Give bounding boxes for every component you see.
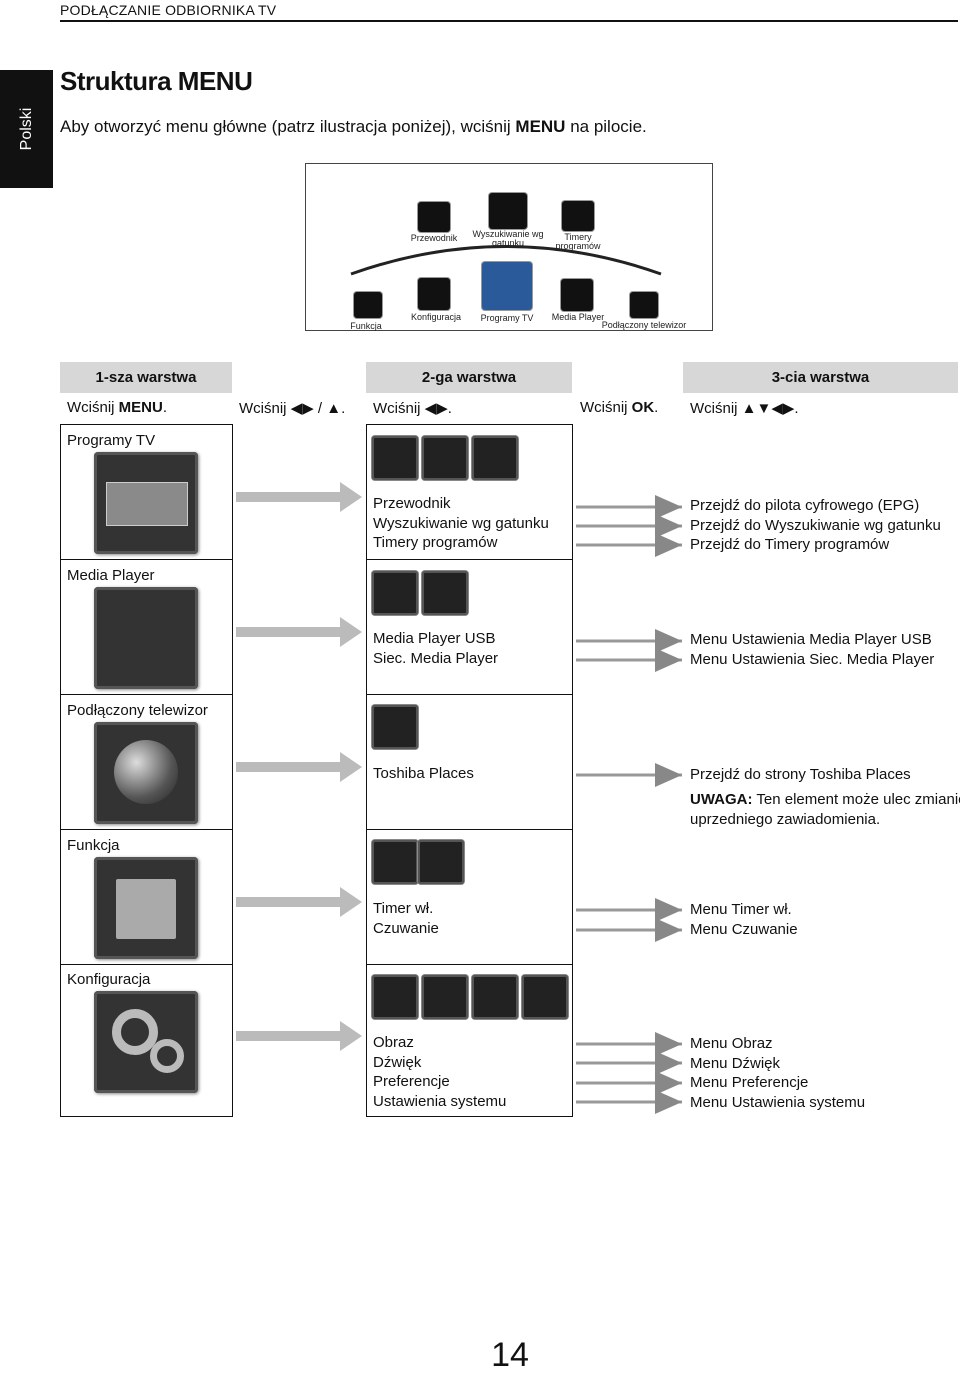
section-label-function: Funkcja [67, 837, 120, 854]
row-divider [60, 964, 233, 965]
layer-1-header: 1-sza warstwa [60, 362, 232, 393]
section-label-media-player: Media Player [67, 567, 155, 584]
big-arrow-row-2 [236, 617, 362, 647]
row-divider [60, 694, 233, 695]
press-ok-text: Wciśnij OK. [580, 399, 659, 416]
menu-label-media-player: Media Player [551, 312, 605, 322]
col2-left-border [366, 424, 367, 1117]
col2-top-border [366, 424, 573, 425]
picture-icon [372, 975, 418, 1019]
row-divider [366, 829, 573, 830]
menu-label-function: Funkcja [350, 321, 382, 331]
guide-icon [418, 202, 450, 232]
cabinet-large-icon [94, 857, 198, 959]
settings-gear-icon [418, 278, 450, 310]
intro-text: Aby otworzyć menu główne (patrz ilustrac… [60, 117, 647, 136]
row-divider [366, 694, 573, 695]
language-tab: Polski [0, 70, 53, 188]
menu-label-connected-tv: Podłączony telewizor [601, 320, 687, 330]
big-arrow-row-4 [236, 887, 362, 917]
layer-3-header: 3-cia warstwa [683, 362, 958, 393]
press-left-right-up-text: Wciśnij ◀▶ / ▲. [239, 400, 346, 417]
big-arrow-row-1 [236, 482, 362, 512]
layer2-list-connected: Toshiba Places [373, 765, 474, 782]
section-label-connected-tv: Podłączony telewizor [67, 702, 208, 719]
big-arrow-row-5 [236, 1021, 362, 1051]
col1-left-border [60, 424, 61, 1117]
row-divider [366, 964, 573, 965]
menu-label-guide: Przewodnik [410, 233, 458, 243]
menu-label-setup: Konfiguracja [410, 312, 462, 322]
sleep-timer-icon [418, 840, 464, 884]
col2-bottom-border [366, 1116, 573, 1117]
page-number: 14 [491, 1336, 529, 1374]
press-left-right-text: Wciśnij ◀▶. [373, 400, 452, 417]
section-label-setup: Konfiguracja [67, 971, 151, 988]
layer2-list-function: Timer wł.Czuwanie [373, 900, 439, 937]
menu-label-genre-search: Wyszukiwanie wg gatunku [472, 229, 544, 248]
col1-right-border [232, 424, 233, 1117]
tv-programs-icon [482, 262, 532, 310]
press-menu-text: Wciśnij MENU. [67, 399, 168, 416]
genre-search-icon [489, 193, 527, 229]
timer-small-icon [472, 436, 518, 480]
network-media-icon [422, 571, 468, 615]
layer3-list-connected: Przejdź do strony Toshiba Places [690, 766, 911, 783]
header-rule [60, 20, 958, 22]
gears-large-icon [94, 991, 198, 1093]
page-title: Struktura MENU [60, 66, 253, 96]
timer-list-icon [562, 201, 594, 231]
col1-bottom-border [60, 1116, 233, 1117]
main-menu-illustration: Przewodnik Wyszukiwanie wg gatunku Timer… [305, 163, 713, 331]
sound-icon [422, 975, 468, 1019]
search-small-icon [422, 436, 468, 480]
usb-media-icon [372, 571, 418, 615]
globe-icon [630, 292, 658, 318]
timer-on-icon [372, 840, 418, 884]
layer-2-header: 2-ga warstwa [366, 362, 572, 393]
preferences-icon [472, 975, 518, 1019]
section-label-tv-programs: Programy TV [67, 432, 156, 449]
section-header: PODŁĄCZANIE ODBIORNIKA TV [60, 2, 277, 18]
tv-programs-large-icon [94, 452, 198, 554]
menu-label-timers: Timery programów [555, 232, 601, 251]
row-divider [60, 829, 233, 830]
toshiba-places-icon [372, 705, 418, 749]
guide-small-icon [372, 436, 418, 480]
function-icon [354, 292, 382, 318]
press-arrows-text: Wciśnij ▲▼◀▶. [690, 400, 799, 417]
row-divider [366, 559, 573, 560]
col2-right-border [572, 424, 573, 1117]
note-text: UWAGA: Ten element może ulec zmianie bez… [690, 791, 960, 828]
menu-label-tv-programs: Programy TV [480, 313, 534, 323]
row-divider [60, 559, 233, 560]
media-player-large-icon [94, 587, 198, 689]
layer3-list-function: Menu Timer wł.Menu Czuwanie [690, 901, 798, 938]
media-player-icon [561, 279, 593, 311]
globe-large-icon [94, 722, 198, 824]
big-arrow-row-3 [236, 752, 362, 782]
menu-arc [350, 245, 662, 276]
col1-top-border [60, 424, 233, 425]
layer3-list-tv: Przejdź do pilota cyfrowego (EPG)Przejdź… [690, 497, 941, 553]
system-tools-icon [522, 975, 568, 1019]
